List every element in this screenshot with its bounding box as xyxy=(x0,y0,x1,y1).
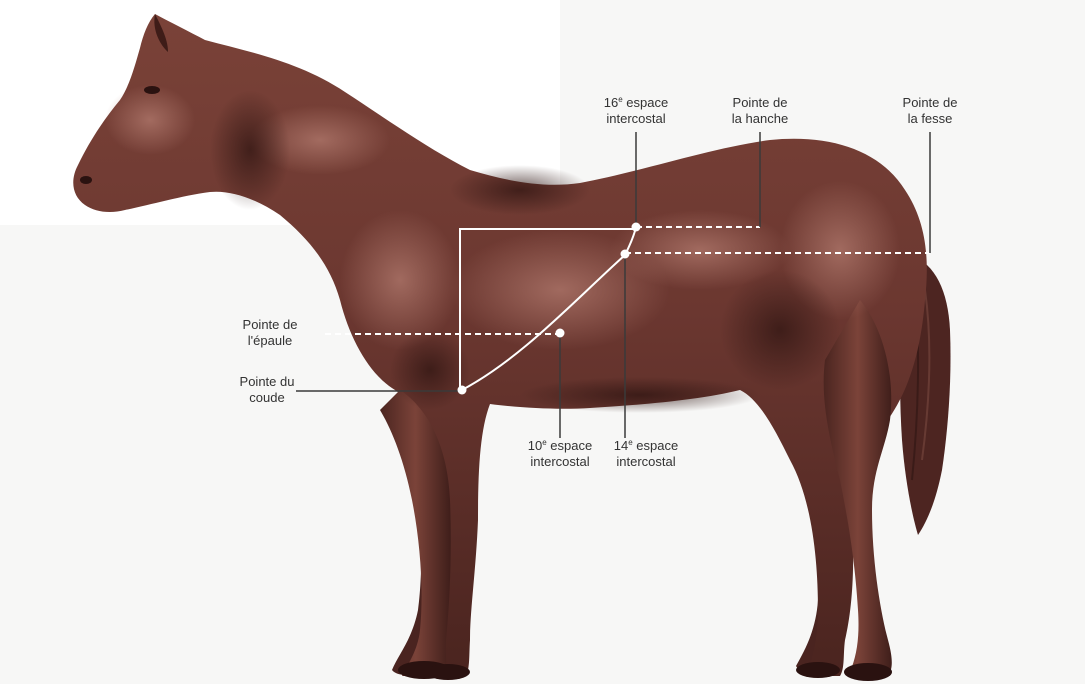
label-14-espace-intercostal: 14e espace intercostal xyxy=(598,438,694,470)
eye xyxy=(144,86,160,94)
hoof xyxy=(844,663,892,681)
point-16-espace xyxy=(632,223,641,232)
label-10-espace-intercostal: 10e espace intercostal xyxy=(512,438,608,470)
nostril xyxy=(80,176,92,184)
point-coude xyxy=(458,386,467,395)
label-16-espace-intercostal: 16e espace intercostal xyxy=(592,95,680,127)
hoof xyxy=(426,664,470,680)
hoof xyxy=(796,662,840,678)
label-pointe-de-la-hanche: Pointe de la hanche xyxy=(715,95,805,127)
label-pointe-du-coude: Pointe du coude xyxy=(222,374,312,406)
point-10-espace xyxy=(556,329,565,338)
label-pointe-de-la-fesse: Pointe de la fesse xyxy=(886,95,974,127)
point-14-espace xyxy=(621,250,630,259)
label-pointe-de-l-epaule: Pointe de l'épaule xyxy=(222,317,318,349)
